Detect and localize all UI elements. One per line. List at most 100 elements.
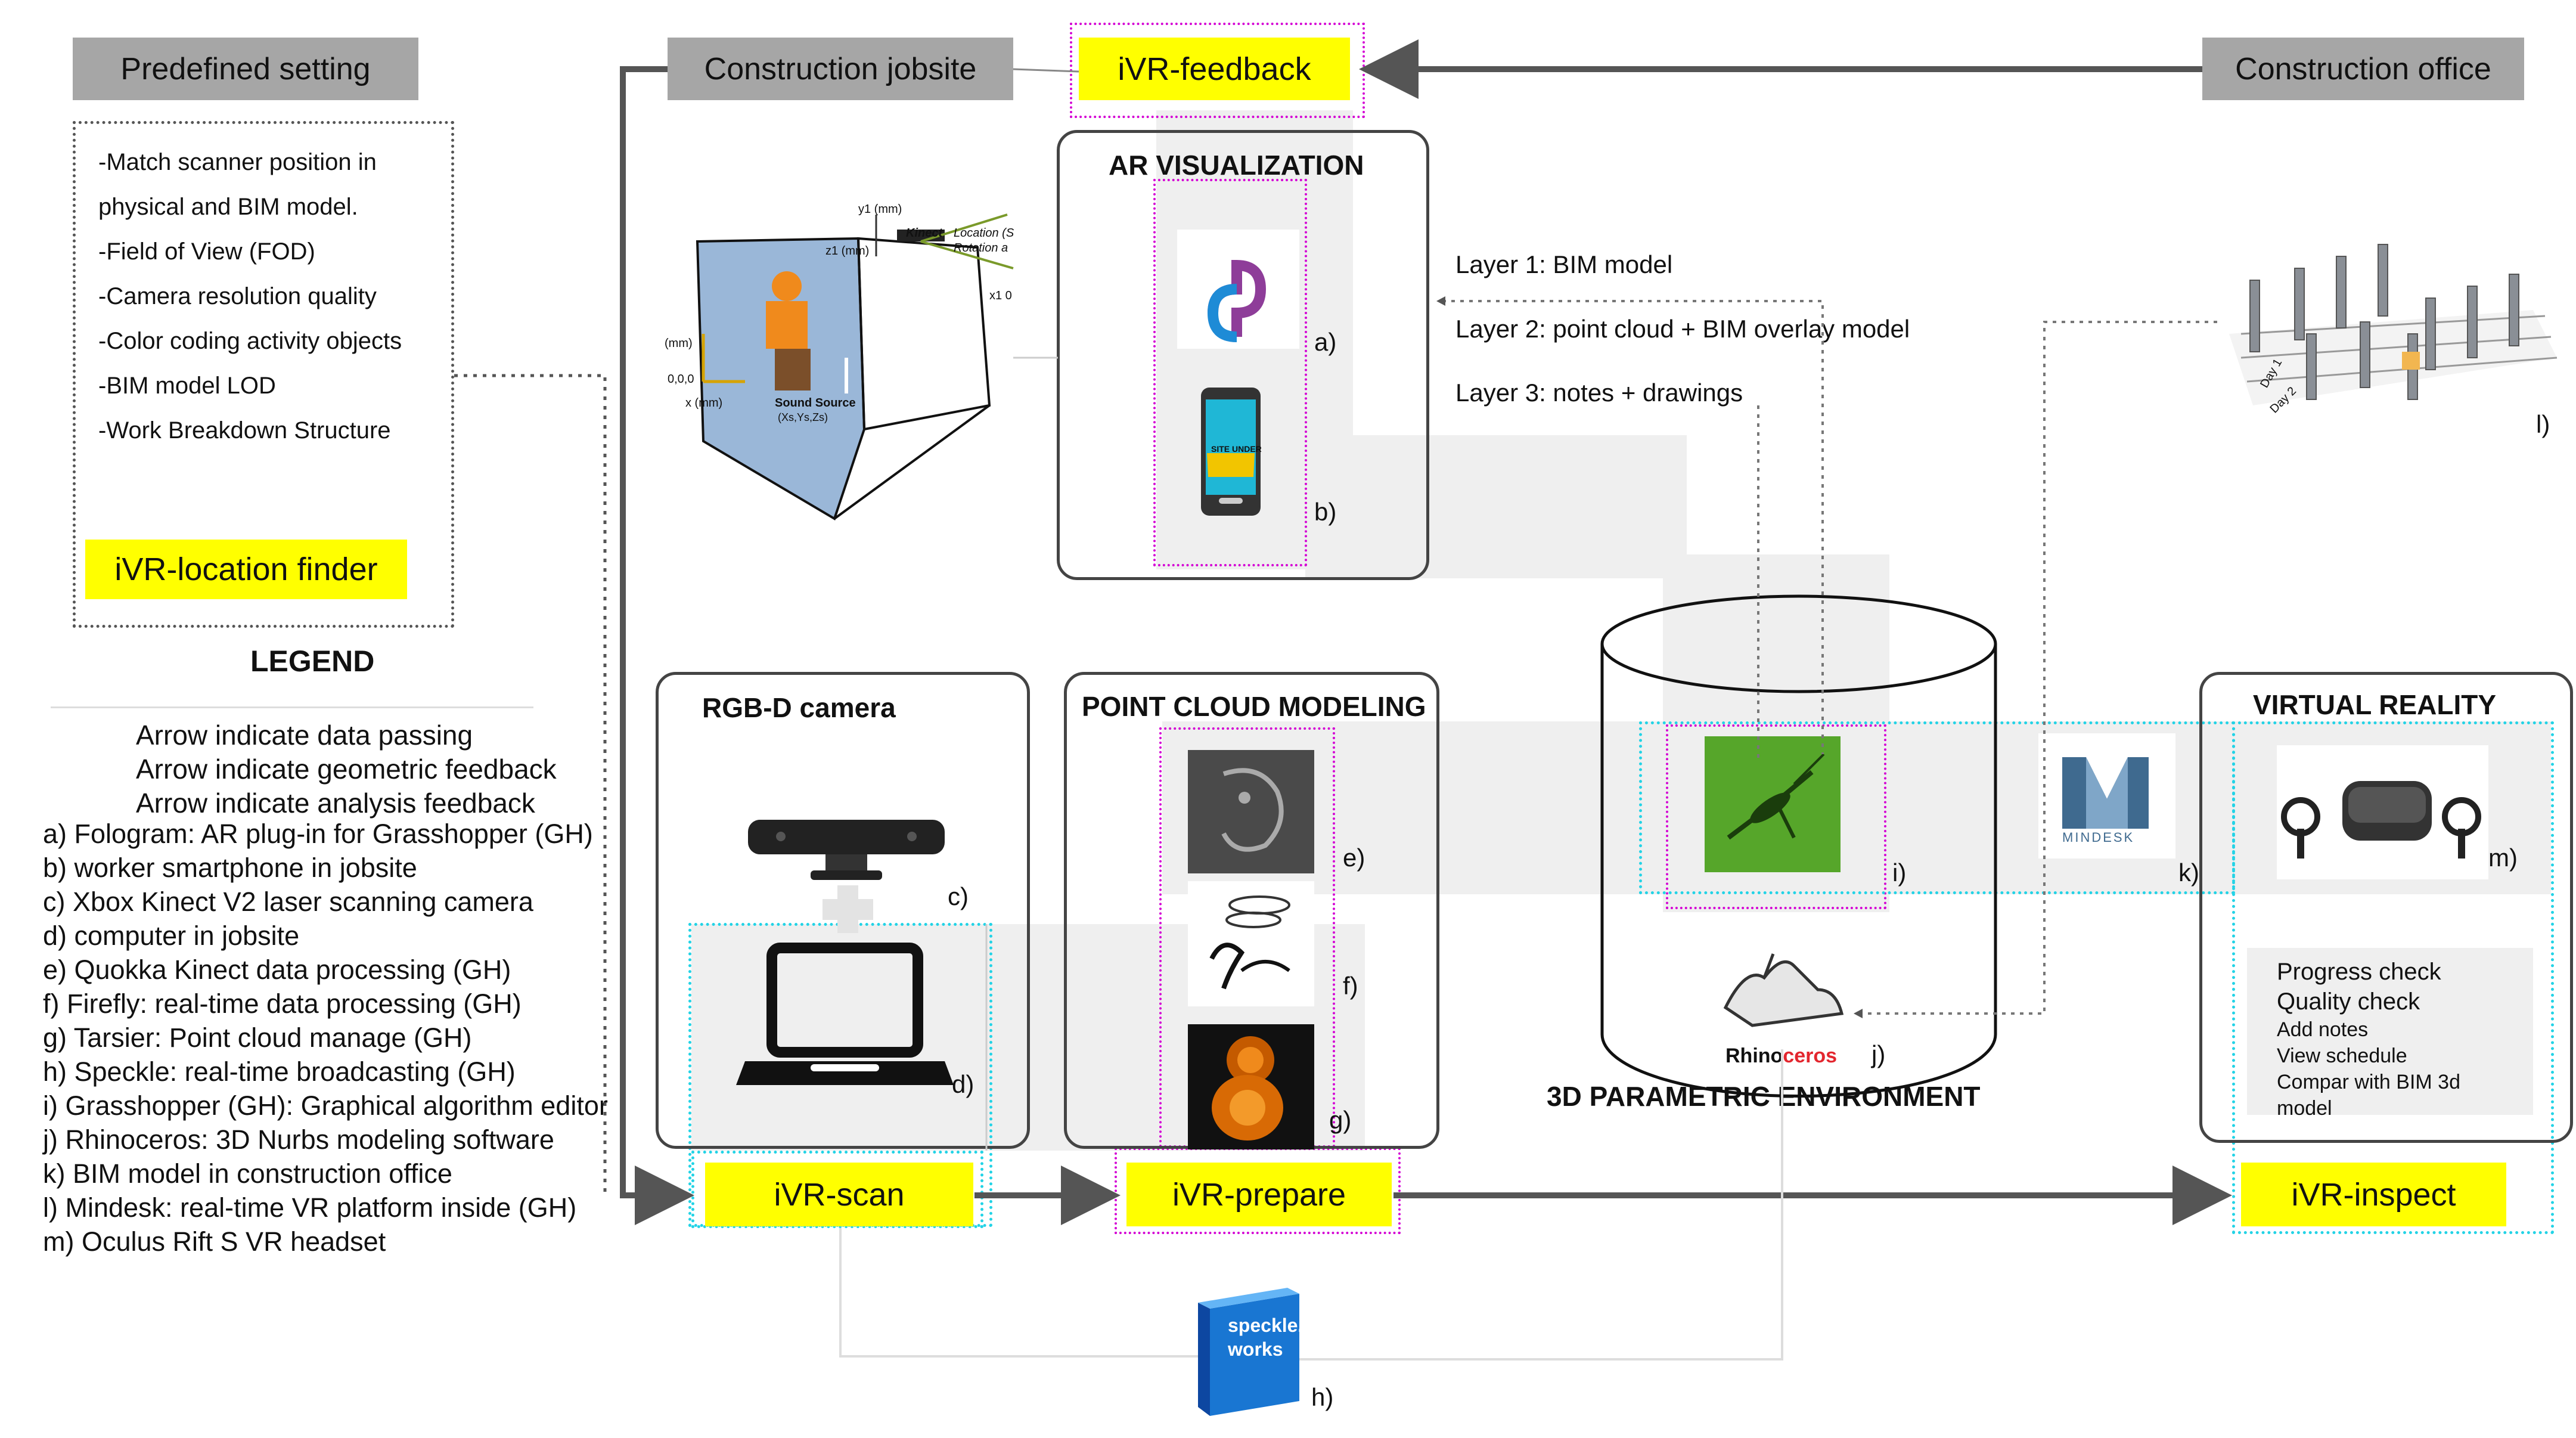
marker-i: i)	[1892, 859, 1907, 887]
kinect-label: Kinect	[906, 227, 943, 240]
legend-item: l) Mindesk: real-time VR platform inside…	[43, 1192, 577, 1223]
magenta-outline-ar	[1153, 179, 1307, 566]
band-vr-list	[2247, 948, 2533, 1115]
marker-c: c)	[948, 882, 969, 910]
smartphone-icon	[1201, 388, 1261, 516]
kinect-z1-label: z1 (mm)	[825, 244, 870, 258]
marker-a: a)	[1314, 328, 1337, 356]
legend-arrow-analysis: Arrow indicate analysis feedback	[136, 788, 535, 819]
legend-item: k) BIM model in construction office	[43, 1158, 452, 1189]
ivr-inspect-box: iVR-inspect	[2241, 1163, 2506, 1226]
sound-source-label: Sound Source	[775, 396, 856, 410]
tarsier-logo-tile	[1188, 1024, 1314, 1149]
fologram-logo-tile	[1177, 230, 1299, 349]
marker-j: j)	[1872, 1040, 1886, 1068]
cyan-outline-vr	[2232, 721, 2554, 1234]
vr-headset-icon	[2281, 781, 2481, 859]
legend-item: h) Speckle: real-time broadcasting (GH)	[43, 1056, 516, 1087]
ivr-location-finder-box: iVR-location finder	[85, 540, 407, 599]
legend-arrows: Arrow indicate data passing Arrow indica…	[136, 718, 557, 820]
point-cloud-modeling-title: POINT CLOUD MODELING	[1082, 691, 1426, 722]
grasshopper-icon	[1727, 753, 1825, 840]
marker-b: b)	[1314, 498, 1337, 526]
predefined-item: -Field of View (FOD)	[98, 238, 315, 265]
legend-item: e) Quokka Kinect data processing (GH)	[43, 954, 511, 985]
oculus-headset-tile	[2277, 745, 2488, 879]
legend-item: f) Firefly: real-time data processing (G…	[43, 988, 522, 1019]
marker-e: e)	[1343, 844, 1365, 872]
ivr-prepare-box: iVR-prepare	[1126, 1163, 1392, 1226]
legend-item: i) Grasshopper (GH): Graphical algorithm…	[43, 1090, 608, 1121]
legend-item: a) Fologram: AR plug-in for Grasshopper …	[43, 819, 593, 849]
kinect-x1-label: x1 0	[989, 289, 1012, 302]
legend-item: m) Oculus Rift S VR headset	[43, 1226, 386, 1257]
marker-d: d)	[952, 1070, 974, 1098]
marker-f: f)	[1343, 972, 1358, 1000]
predefined-setting-list: -Match scanner position in physical and …	[98, 140, 402, 453]
firefly-icon	[1209, 895, 1290, 990]
schedule-day2-label: Day 2	[2267, 384, 2299, 416]
legend-arrow-geometric: Arrow indicate geometric feedback	[136, 754, 557, 785]
vr-task-compare: Compar with BIM 3d	[2277, 1071, 2460, 1093]
schedule-day1-label: Day 1	[2258, 357, 2285, 391]
virtual-reality-title: VIRTUAL REALITY	[2253, 689, 2497, 720]
legend-item: j) Rhinoceros: 3D Nurbs modeling softwar…	[43, 1124, 554, 1155]
ar-visualization-panel	[1057, 130, 1429, 580]
firefly-logo-tile	[1188, 881, 1314, 1006]
kinect-location-label: Location (S	[954, 227, 1014, 240]
kinect-rotation-label: Rotation a	[954, 241, 1008, 255]
rhino-logo-text-a: Rhino	[1725, 1045, 1783, 1067]
marker-k: k)	[2178, 859, 2199, 887]
layer-3-text: Layer 3: notes + drawings	[1455, 379, 1743, 407]
header-predefined-setting: Predefined setting	[73, 38, 418, 100]
rhino-logo-text: Rhinoceros	[1725, 1045, 1837, 1068]
predefined-item: physical and BIM model.	[98, 194, 358, 220]
fologram-icon	[1208, 259, 1267, 342]
legend-item: d) computer in jobsite	[43, 921, 300, 951]
kinect-y1-label: y1 (mm)	[858, 203, 902, 216]
ar-visualization-title: AR VISUALIZATION	[1109, 150, 1364, 181]
smartphone-tile	[1177, 382, 1284, 525]
predefined-item: -BIM model LOD	[98, 373, 276, 399]
speckle-logo-line2: works	[1228, 1338, 1283, 1360]
marker-m: m)	[2488, 844, 2518, 872]
kinect-origin-label: 0,0,0	[668, 373, 694, 386]
kinect-mm-label: (mm)	[665, 337, 693, 350]
predefined-item: -Color coding activity objects	[98, 328, 402, 354]
vr-task-notes: Add notes	[2277, 1018, 2369, 1041]
layer-1-text: Layer 1: BIM model	[1455, 250, 1673, 278]
quokka-logo-tile	[1188, 750, 1314, 873]
tarsier-pointcloud-icon	[1212, 1036, 1283, 1141]
ivr-scan-box: iVR-scan	[705, 1163, 973, 1226]
legend-item: c) Xbox Kinect V2 laser scanning camera	[43, 887, 533, 917]
predefined-item: -Work Breakdown Structure	[98, 417, 391, 444]
speckle-logo-line1: speckle.	[1228, 1315, 1303, 1336]
sound-source-coord: (Xs,Ys,Zs)	[778, 411, 828, 423]
legend-title: LEGEND	[250, 644, 375, 678]
predefined-item: -Match scanner position in	[98, 149, 377, 175]
vr-task-list: Progress check Quality check Add notes V…	[2277, 957, 2460, 1121]
mindesk-logo-text: MINDESK	[2062, 830, 2135, 845]
ivr-feedback-box: iVR-feedback	[1079, 38, 1350, 100]
parametric-environment-title: 3D PARAMETRIC ENVIRONMENT	[1547, 1081, 1981, 1112]
vr-task-quality: Quality check	[2277, 988, 2420, 1015]
marker-l: l)	[2536, 410, 2550, 438]
site-under-text: SITE UNDER	[1211, 444, 1262, 454]
legend-divider	[51, 706, 533, 708]
header-construction-office: Construction office	[2202, 38, 2524, 100]
vr-task-progress: Progress check	[2277, 959, 2441, 985]
predefined-item: -Camera resolution quality	[98, 283, 377, 309]
marker-g: g)	[1329, 1106, 1352, 1134]
legend-arrow-data: Arrow indicate data passing	[136, 720, 473, 751]
vr-task-model: model	[2277, 1097, 2332, 1120]
rhino-logo-text-b: ceros	[1783, 1045, 1838, 1067]
predefined-setting-box	[73, 121, 454, 628]
marker-h: h)	[1311, 1383, 1334, 1411]
layer-2-text: Layer 2: point cloud + BIM overlay model	[1455, 315, 1910, 343]
legend-item: b) worker smartphone in jobsite	[43, 853, 417, 883]
kinect-x-label: x (mm)	[685, 396, 723, 410]
legend-list: a) Fologram: AR plug-in for Grasshopper …	[43, 817, 615, 1259]
quokka-icon	[1221, 768, 1284, 852]
legend-item: g) Tarsier: Point cloud manage (GH)	[43, 1022, 472, 1053]
rgbd-camera-title: RGB-D camera	[702, 692, 896, 723]
